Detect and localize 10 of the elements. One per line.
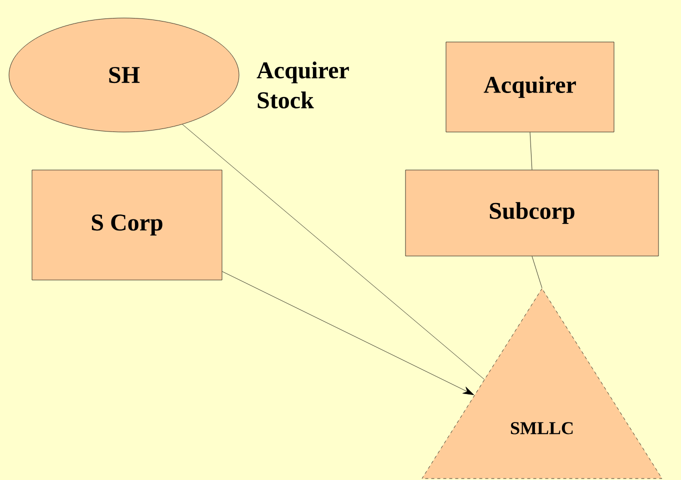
connector-line <box>530 132 532 170</box>
entity-box: Acquirer <box>446 42 614 132</box>
connector-line <box>182 124 484 380</box>
text-label: Acquirer Stock <box>256 62 349 108</box>
triangle-node: SMLLC <box>422 288 662 479</box>
entity-box: Subcorp <box>405 170 659 256</box>
entity-box: S Corp <box>32 170 222 280</box>
arrow <box>222 271 474 396</box>
connector-line <box>532 256 542 288</box>
ellipse-node: SH <box>8 18 240 132</box>
